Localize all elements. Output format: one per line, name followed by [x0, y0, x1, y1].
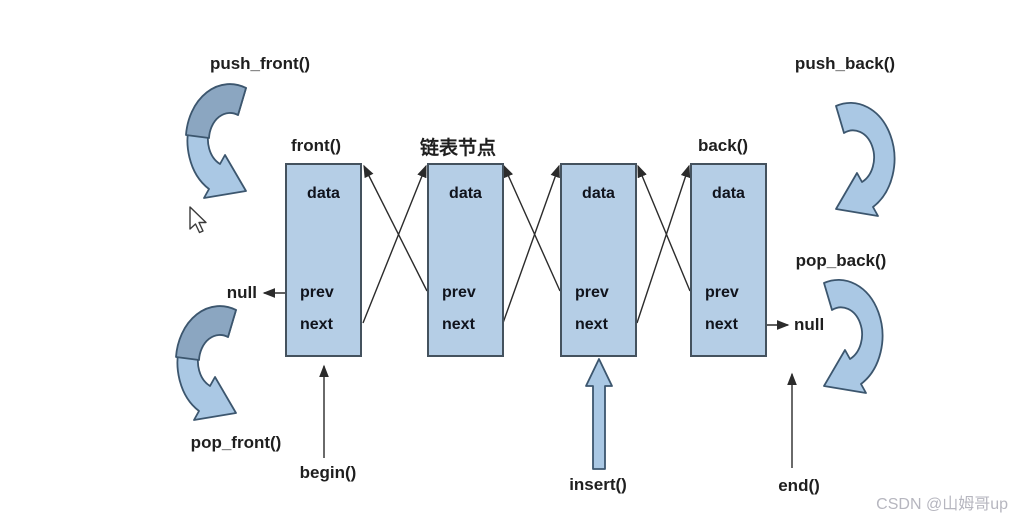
next-pointer-line	[502, 164, 560, 324]
node-next-field: next	[575, 316, 608, 333]
node-data-field: data	[307, 185, 340, 202]
node-next-field: next	[300, 316, 333, 333]
insert-block-arrow-icon	[585, 358, 613, 470]
back-label: back()	[697, 136, 749, 155]
node-data-field: data	[449, 185, 482, 202]
null-right-label: null	[794, 315, 825, 334]
push-back-label: push_back()	[794, 54, 896, 73]
end-label: end()	[778, 476, 820, 495]
node-data-field: data	[582, 185, 615, 202]
null-left-label: null	[226, 283, 257, 302]
linked-list-node-note: 链表节点	[419, 138, 497, 159]
next-pointer-line	[636, 164, 691, 324]
list-node-back: data prev next	[690, 163, 767, 357]
mouse-cursor-icon	[189, 206, 207, 234]
prev-pointer-line	[503, 164, 561, 292]
next-pointer-line	[362, 164, 427, 324]
list-node: data prev next	[427, 163, 504, 357]
push-back-curved-arrow-icon	[835, 101, 896, 217]
node-next-field: next	[705, 316, 738, 333]
csdn-watermark: CSDN @山姆哥up	[876, 496, 1008, 513]
node-prev-field: prev	[300, 284, 334, 301]
pop-front-label: pop_front()	[190, 433, 282, 452]
prev-pointer-line	[637, 164, 691, 292]
node-next-field: next	[442, 316, 475, 333]
list-node-front: data prev next	[285, 163, 362, 357]
node-prev-field: prev	[575, 284, 609, 301]
front-label: front()	[290, 136, 342, 155]
push-front-label: push_front()	[209, 54, 311, 73]
prev-pointer-line	[363, 164, 428, 292]
pop-back-curved-arrow-icon	[823, 278, 884, 394]
list-node: data prev next	[560, 163, 637, 357]
node-data-field: data	[712, 185, 745, 202]
pointer-lines	[262, 164, 797, 468]
pop-back-label: pop_back()	[795, 251, 887, 270]
node-prev-field: prev	[442, 284, 476, 301]
begin-label: begin()	[299, 463, 357, 482]
pop-front-curved-arrow-icon	[175, 305, 237, 421]
node-prev-field: prev	[705, 284, 739, 301]
push-front-curved-arrow-icon	[185, 83, 247, 199]
insert-label: insert()	[569, 475, 627, 494]
